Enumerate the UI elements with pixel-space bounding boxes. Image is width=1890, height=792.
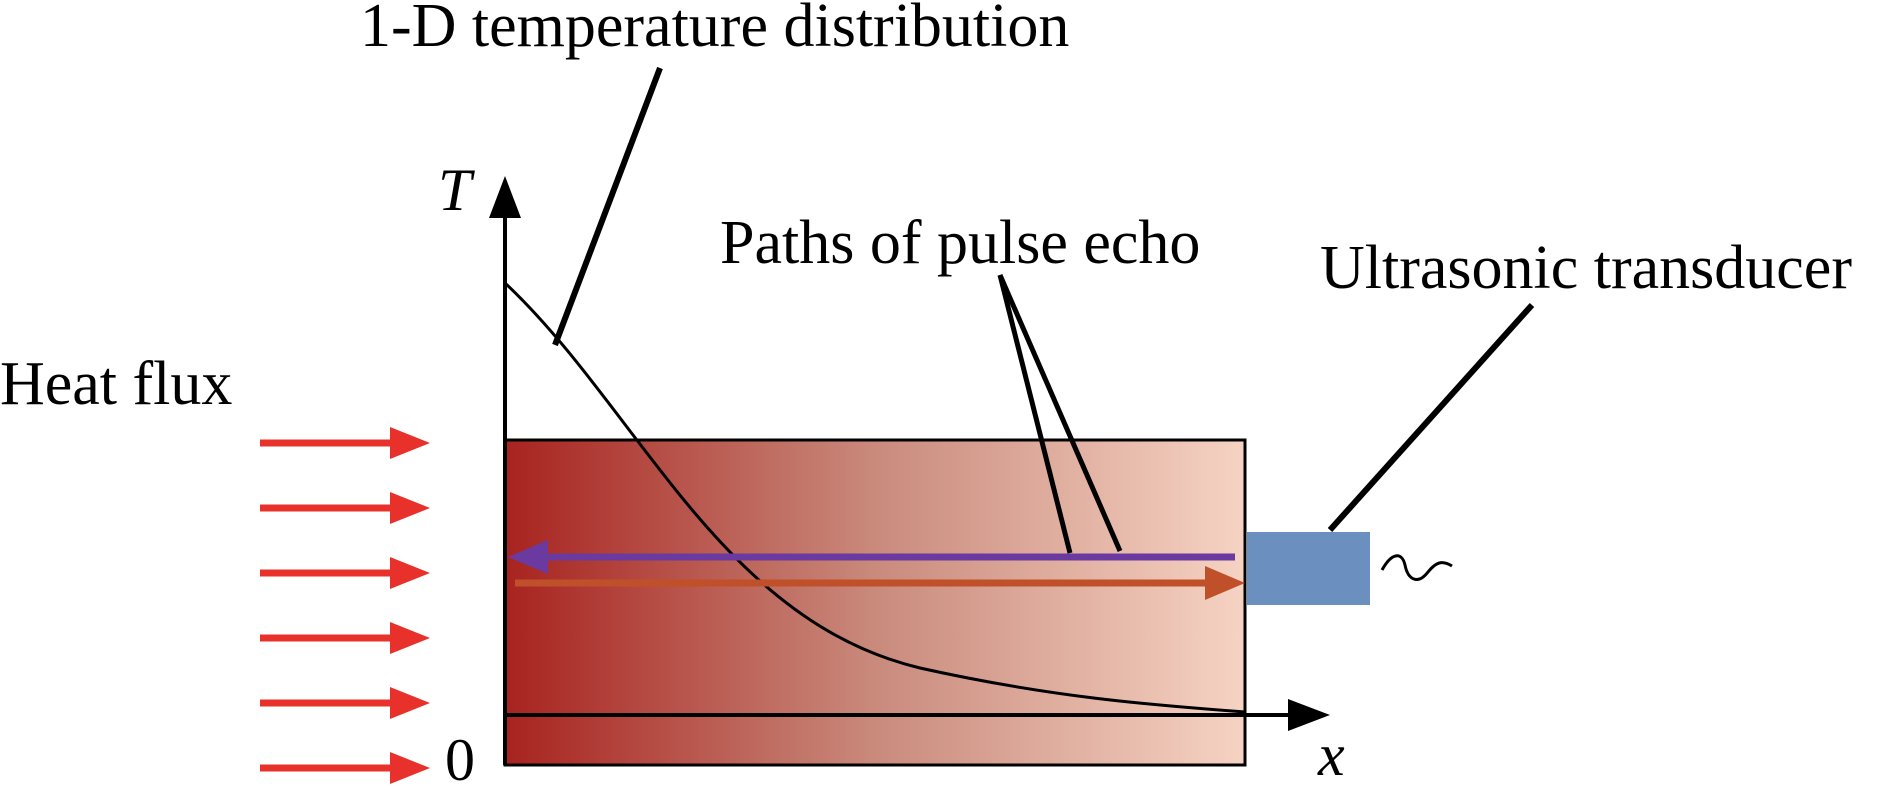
x-axis-arrowhead — [1288, 699, 1330, 731]
heat-flux-label: Heat flux — [0, 350, 232, 418]
pulse-echo-leader-2 — [997, 274, 1123, 552]
origin-label: 0 — [445, 727, 475, 787]
temperature-curve — [503, 281, 1246, 714]
x-axis-label: x — [1317, 722, 1345, 787]
heat-flux-arrowhead — [390, 752, 430, 784]
heat-flux-arrowhead — [390, 557, 430, 589]
t-axis-arrowhead — [489, 176, 521, 218]
ultrasonic-transducer — [1247, 532, 1370, 605]
heat-flux-arrows — [260, 427, 430, 784]
heat-flux-arrowhead — [390, 427, 430, 459]
signal-wave-icon — [1380, 554, 1453, 581]
heat-flux-arrowhead — [390, 622, 430, 654]
temperature-distribution-label: 1-D temperature distribution — [360, 0, 1069, 60]
transducer-label: Ultrasonic transducer — [1320, 234, 1852, 302]
pulse-echo-label: Paths of pulse echo — [720, 209, 1200, 277]
t-axis-label: T — [438, 157, 475, 223]
transducer-leader-line — [1327, 302, 1535, 533]
heat-flux-arrowhead — [390, 492, 430, 524]
material-slab — [503, 438, 1247, 767]
pulse-echo-leader-1 — [997, 274, 1073, 554]
temperature-leader-line — [552, 66, 663, 347]
heat-flux-arrowhead — [390, 687, 430, 719]
echo-return-arrowhead — [508, 540, 548, 574]
echo-forward-arrowhead — [1205, 566, 1245, 600]
